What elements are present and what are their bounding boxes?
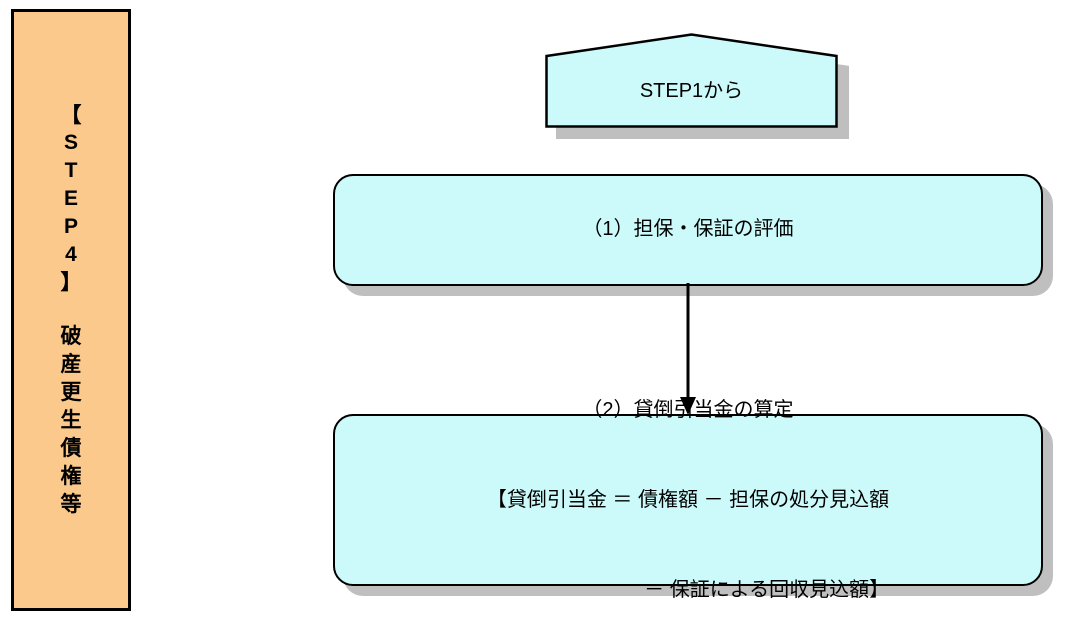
calculation-node: （2）貸倒引当金の算定 【貸倒引当金 ＝ 債権額 － 担保の処分見込額 － 保証…: [333, 399, 1043, 601]
banner-char-p: P: [63, 215, 78, 239]
banner-char-t: T: [64, 159, 78, 183]
banner-char-kou: 更: [60, 380, 82, 404]
banner-char-ha: 破: [60, 325, 82, 348]
calculation-formula-block: （2）貸倒引当金の算定 【貸倒引当金 ＝ 債権額 － 担保の処分見込額 － 保証…: [487, 335, 889, 624]
evaluation-node: （1）担保・保証の評価: [333, 174, 1043, 286]
entry-node-pentagon: [545, 33, 838, 128]
banner-char-s: S: [63, 131, 78, 155]
calculation-line-2: 【貸倒引当金 ＝ 債権額 － 担保の処分見込額: [486, 489, 890, 511]
banner-char-4: 4: [65, 243, 77, 267]
step-banner-step-label: 【 S T E P 4 】: [61, 102, 82, 297]
banner-char-sai: 債: [60, 436, 82, 460]
banner-char-san: 産: [60, 352, 82, 376]
banner-char-bracket-open: 【: [60, 103, 82, 127]
banner-char-sei: 生: [60, 408, 82, 432]
step-banner: 【 S T E P 4 】 破 産 更 生 債 権 等: [11, 9, 131, 611]
calculation-line-3: － 保証による回収見込額】: [644, 579, 890, 601]
step-banner-category-label: 破 産 更 生 債 権 等: [61, 323, 82, 518]
banner-char-bracket-close: 】: [60, 271, 82, 295]
banner-char-e: E: [63, 187, 78, 211]
banner-char-ken: 権: [60, 464, 82, 488]
down-arrow-icon: [679, 283, 697, 416]
evaluation-node-label: （1）担保・保証の評価: [582, 218, 794, 241]
banner-char-tou: 等: [60, 492, 82, 516]
